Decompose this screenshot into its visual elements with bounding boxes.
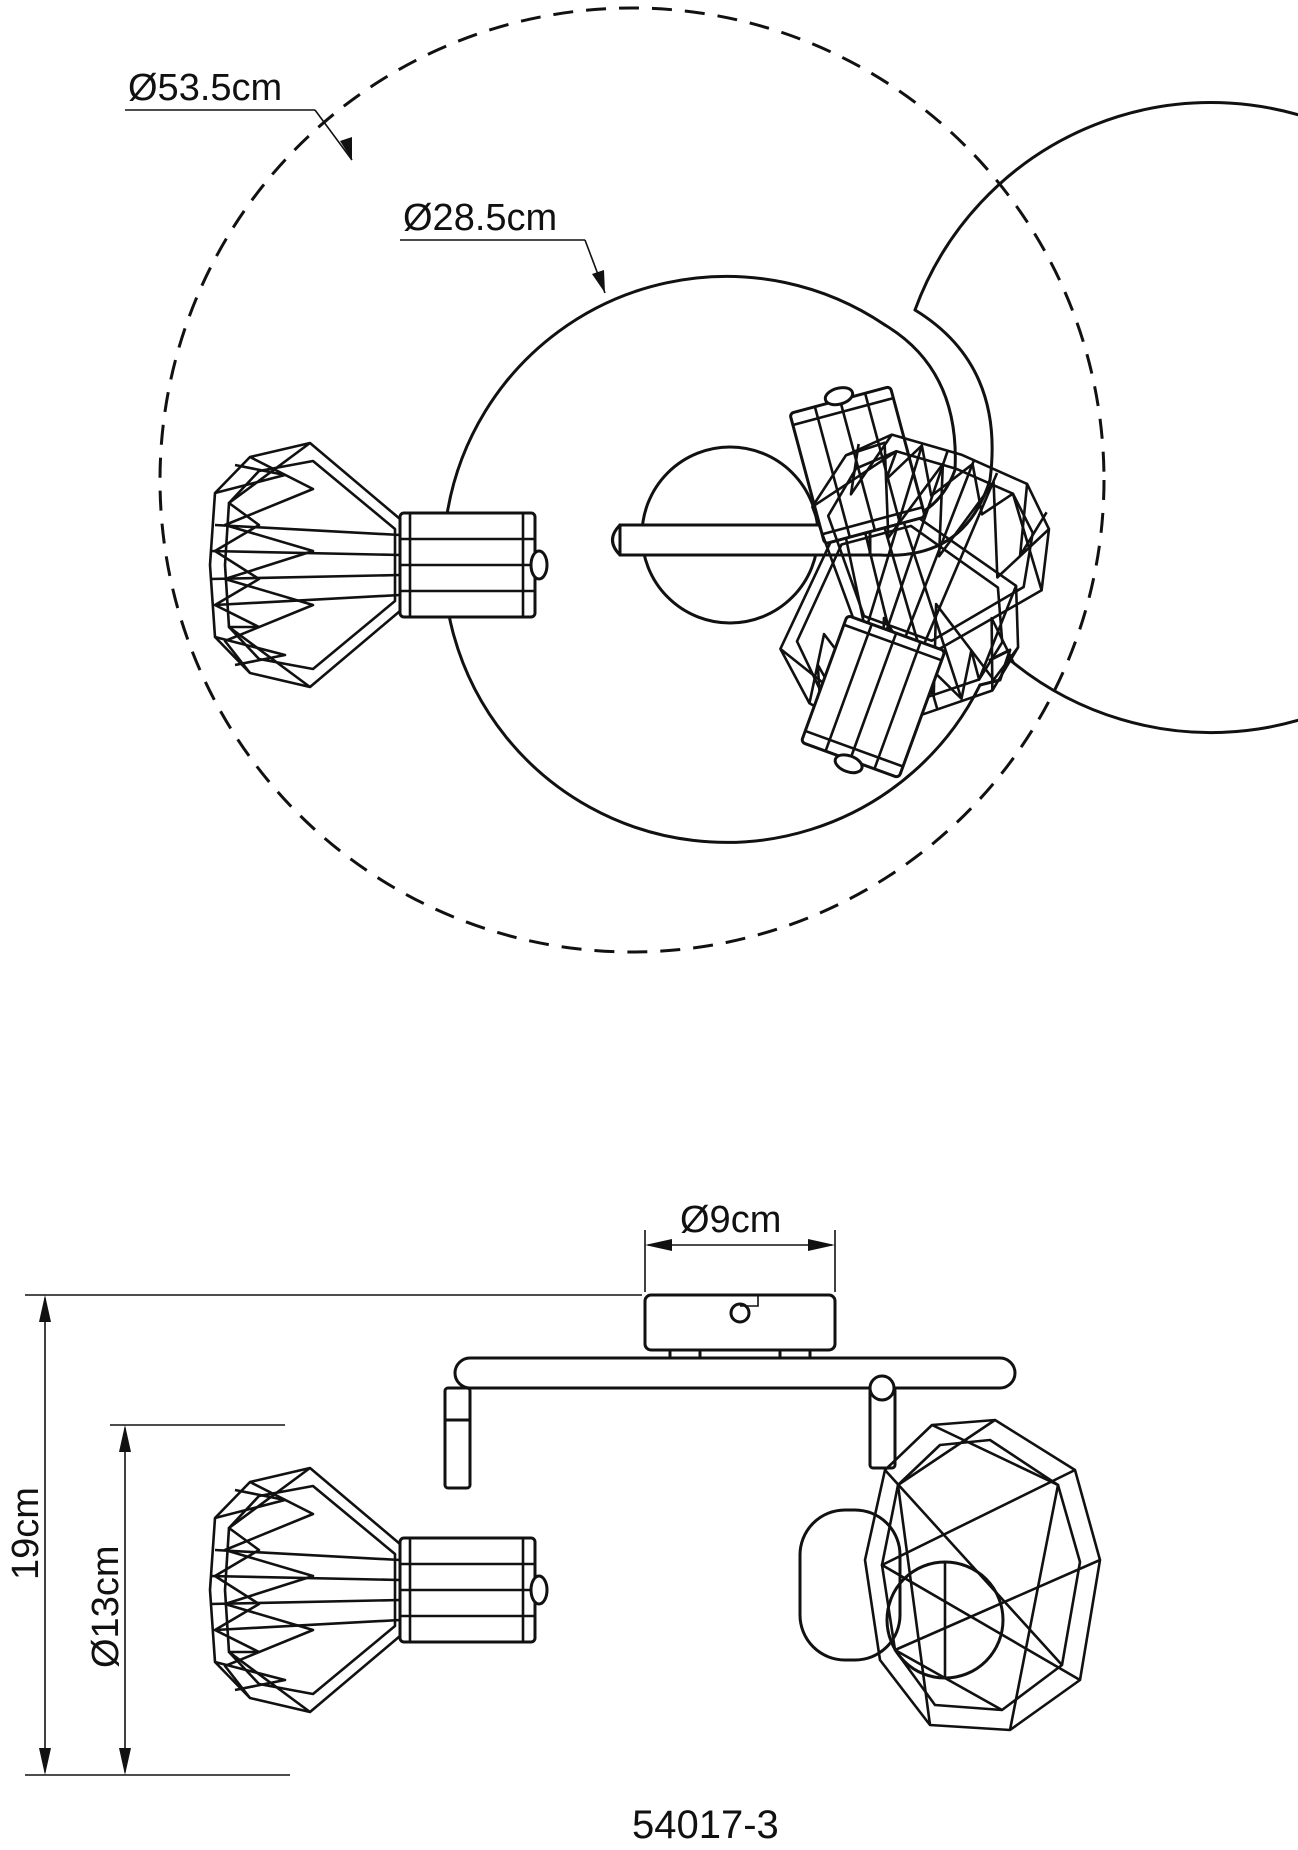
arm-diameter-callout: Ø28.5cm (400, 197, 606, 294)
model-number: 54017-3 (632, 1803, 779, 1847)
base-diameter-callout: Ø9cm (644, 1199, 836, 1292)
side-view: Ø9cm 19cm Ø13cm (5, 1199, 1102, 1776)
outer-diameter-label: Ø53.5cm (128, 67, 282, 109)
side-bar (453, 1356, 1017, 1390)
base-diameter-label: Ø9cm (680, 1199, 781, 1241)
top-spotlight-left (208, 441, 549, 689)
outer-diameter-outline (158, 6, 1106, 954)
height-callout: 19cm (5, 1294, 642, 1776)
side-canopy (643, 1293, 837, 1352)
outer-diameter-callout: Ø53.5cm (125, 67, 353, 161)
height-label: 19cm (5, 1487, 47, 1580)
shade-diameter-label: Ø13cm (85, 1546, 127, 1668)
arm-diameter-label: Ø28.5cm (403, 197, 557, 239)
shade-diameter-callout: Ø13cm (85, 1424, 285, 1775)
left-stem (443, 1386, 472, 1490)
side-spotlight-left (208, 1466, 549, 1714)
side-spotlight-right (798, 1418, 1102, 1732)
top-view: Ø53.5cm Ø28.5cm (125, 6, 1298, 954)
